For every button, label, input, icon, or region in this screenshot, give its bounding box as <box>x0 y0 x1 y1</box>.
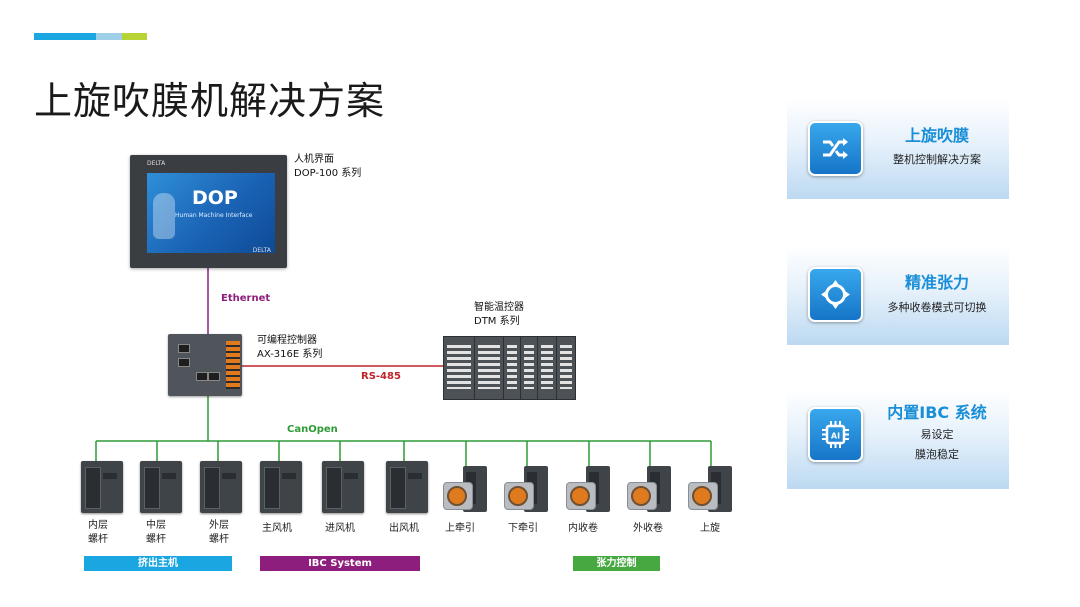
shuffle-icon <box>808 121 863 176</box>
plc-port <box>208 372 220 381</box>
ethernet-label: Ethernet <box>221 293 271 304</box>
ac-drive <box>386 461 428 513</box>
hmi-brand-logo-bottom: DELTA <box>252 247 271 254</box>
hmi-label: 人机界面 DOP-100 系列 <box>294 153 361 181</box>
device-label: 进风机 <box>325 523 355 534</box>
servo-system <box>688 466 734 512</box>
hmi-screen-subtitle: Human Machine Interface <box>175 212 253 219</box>
dtm-label-model: DTM 系列 <box>474 316 520 327</box>
device-label: 外层螺杆 <box>209 520 229 545</box>
dtm-module <box>474 336 504 400</box>
card-subtitle: 易设定 <box>920 428 954 441</box>
accent-bar-blue <box>34 33 96 40</box>
hmi-panel: DELTA DOP Human Machine Interface DELTA <box>130 155 287 268</box>
group-bar-tension-control: 张力控制 <box>573 556 660 571</box>
dtm-module <box>503 336 521 400</box>
hmi-label-model: DOP-100 系列 <box>294 168 362 179</box>
accent-bar-green <box>122 33 147 40</box>
plc-label-name: 可编程控制器 <box>257 335 317 346</box>
dtm-module <box>520 336 538 400</box>
card-title: 内置IBC 系统 <box>887 403 987 422</box>
device-label: 上牵引 <box>445 523 475 534</box>
dtm-module <box>537 336 557 400</box>
feature-card-precise-tension: 精准张力 多种收卷模式可切换 <box>787 245 1009 345</box>
ac-drive <box>322 461 364 513</box>
ai-chip-icon: AI <box>808 407 863 462</box>
plc-port <box>178 358 190 367</box>
accent-bar-light <box>96 33 122 40</box>
ac-drive <box>140 461 182 513</box>
dtm-label: 智能温控器 DTM 系列 <box>474 301 524 329</box>
card-subtitle-2: 膜泡稳定 <box>915 448 959 461</box>
group-bar-extruder: 挤出主机 <box>84 556 232 571</box>
ac-drive <box>81 461 123 513</box>
plc-label-model: AX-316E 系列 <box>257 349 323 360</box>
card-title: 上旋吹膜 <box>904 126 969 145</box>
page-title: 上旋吹膜机解决方案 <box>34 79 386 123</box>
servo-system <box>504 466 550 512</box>
device-label: 上旋 <box>700 523 720 534</box>
dtm-module <box>443 336 475 400</box>
canopen-branches <box>95 441 712 466</box>
hmi-label-name: 人机界面 <box>294 154 334 165</box>
hmi-screen-title: DOP <box>192 187 238 209</box>
crosshair-icon <box>808 267 863 322</box>
dtm-temperature-controller <box>443 336 576 400</box>
plc-port <box>178 344 190 353</box>
hmi-screen: DOP Human Machine Interface <box>147 173 275 253</box>
device-label: 中层螺杆 <box>146 520 166 545</box>
plc-terminal-block <box>226 341 240 389</box>
dtm-label-name: 智能温控器 <box>474 302 524 313</box>
device-label: 主风机 <box>262 523 292 534</box>
svg-text:AI: AI <box>831 432 840 441</box>
card-subtitle: 整机控制解决方案 <box>893 153 981 166</box>
rs485-label: RS-485 <box>361 371 401 382</box>
ac-drive <box>200 461 242 513</box>
hand-icon <box>153 193 175 239</box>
servo-system <box>627 466 673 512</box>
servo-system <box>566 466 612 512</box>
device-label: 内层螺杆 <box>88 520 108 545</box>
ac-drive <box>260 461 302 513</box>
dtm-module <box>556 336 576 400</box>
plc-controller <box>168 334 242 396</box>
plc-label: 可编程控制器 AX-316E 系列 <box>257 334 322 362</box>
card-title: 精准张力 <box>904 273 969 292</box>
card-subtitle: 多种收卷模式可切换 <box>887 301 987 314</box>
feature-card-blown-film: 上旋吹膜 整机控制解决方案 <box>787 99 1009 199</box>
device-label: 外收卷 <box>633 523 663 534</box>
group-bar-ibc-system: IBC System <box>260 556 420 571</box>
device-label: 下牵引 <box>508 523 538 534</box>
plc-port <box>196 372 208 381</box>
device-label: 出风机 <box>389 523 419 534</box>
hmi-brand-logo: DELTA <box>147 160 166 167</box>
canopen-label: CanOpen <box>287 424 338 435</box>
device-label: 内收卷 <box>568 523 598 534</box>
servo-system <box>443 466 489 512</box>
feature-card-ibc-system: AI 内置IBC 系统 易设定 膜泡稳定 <box>787 389 1009 489</box>
